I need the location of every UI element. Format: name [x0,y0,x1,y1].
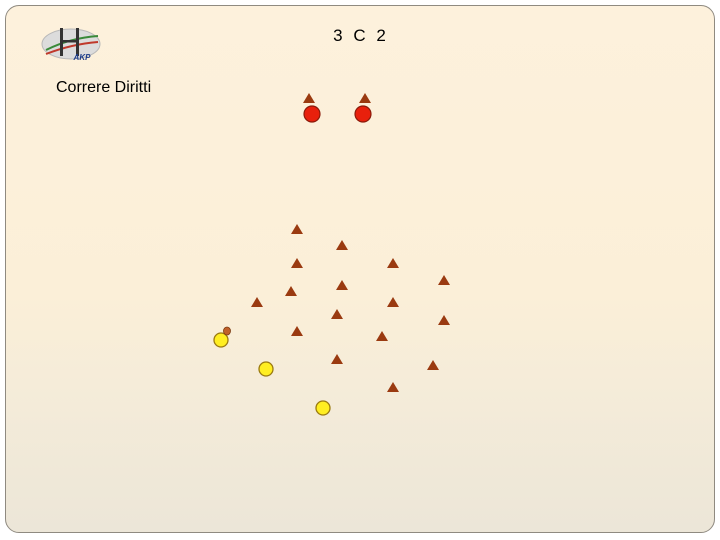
cone-icon [336,280,348,290]
cone-icon [285,286,297,296]
slide-title: 3 C 2 [333,26,389,45]
attackers [213,332,331,416]
attacker-yellow-disc-icon [213,332,229,348]
akp-logo: AKP [40,24,102,64]
cone-icon [291,326,303,336]
cone-icon [427,360,439,370]
svg-text:AKP: AKP [73,53,92,62]
drill-diagram [213,93,450,416]
ball-icon [223,326,231,336]
cone-icon [291,224,303,234]
slide: 3 C 2 AKP Correre Diritti [5,5,715,533]
cone-icon [387,258,399,268]
cone-icon [359,93,371,103]
cone-icon [387,297,399,307]
defender-red-disc-icon [303,105,321,123]
cone-icon [438,315,450,325]
defenders [303,105,372,123]
cone-icon [336,240,348,250]
cone-icon [331,309,343,319]
cones [251,93,450,392]
slide-subtitle: Correre Diritti [56,79,152,96]
defender-red-disc-icon [354,105,372,123]
cone-icon [438,275,450,285]
cone-icon [376,331,388,341]
cone-icon [251,297,263,307]
attacker-yellow-disc-icon [315,400,331,416]
cone-icon [387,382,399,392]
cone-icon [303,93,315,103]
cone-icon [291,258,303,268]
cone-icon [331,354,343,364]
attacker-yellow-disc-icon [258,361,274,377]
